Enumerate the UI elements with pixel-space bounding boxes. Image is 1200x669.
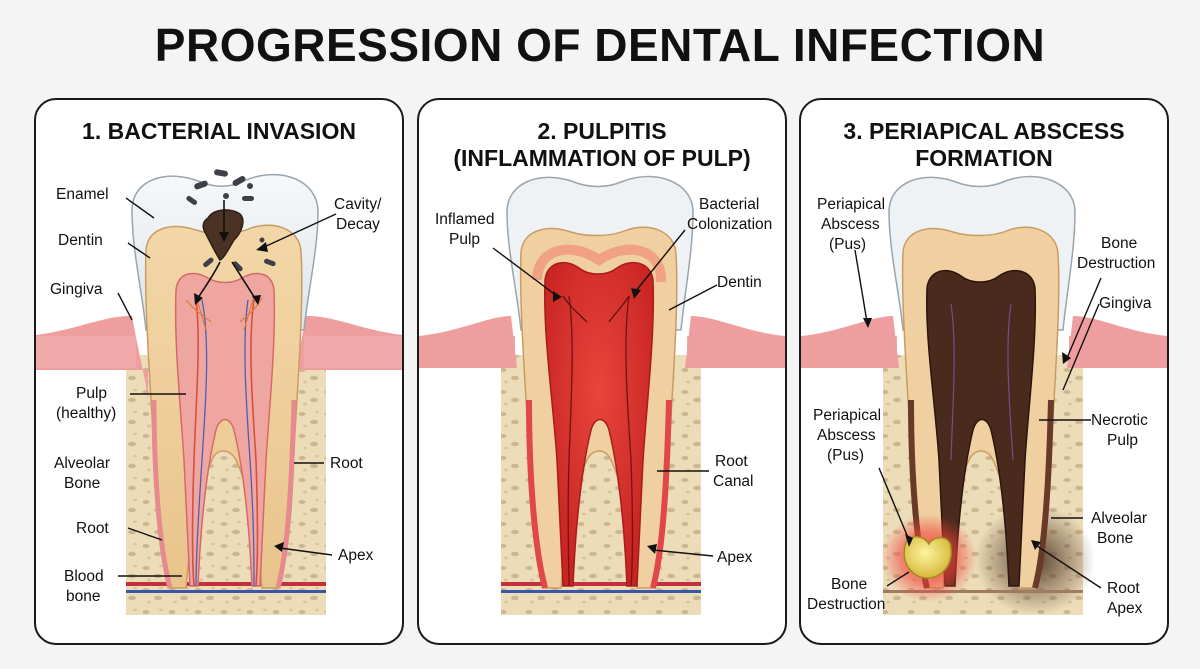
label-pulp-2: (healthy) xyxy=(56,405,116,422)
label-cavity-1: Cavity/ xyxy=(334,196,382,213)
label-root-apex-1: Root xyxy=(1107,580,1140,597)
label-root-apex-2: Apex xyxy=(1107,600,1143,617)
label-apex: Apex xyxy=(338,547,374,564)
panel-title: 1. BACTERIAL INVASION xyxy=(82,118,356,144)
label-bone-destruction-top-2: Destruction xyxy=(1077,255,1155,272)
label-bone-destruction-bottom-2: Destruction xyxy=(807,596,885,613)
label-inflamed-2: Pulp xyxy=(449,231,480,248)
panel-title: 3. PERIAPICAL ABSCESS FORMATION xyxy=(843,118,1125,171)
tooth-illustration-healthy: Enamel Dentin Gingiva Pulp (healthy) Alv… xyxy=(36,169,402,615)
label-abscess-top-3: (Pus) xyxy=(829,236,866,253)
label-blood-1: Blood xyxy=(64,568,104,585)
label-cavity-2: Decay xyxy=(336,216,380,233)
label-alveolar-2: Bone xyxy=(64,475,100,492)
label-alveolar-1: Alveolar xyxy=(1091,510,1147,527)
label-necrotic-1: Necrotic xyxy=(1091,412,1148,429)
label-gingiva: Gingiva xyxy=(50,281,103,298)
label-root-right: Root xyxy=(330,455,363,472)
label-apex: Apex xyxy=(717,549,753,566)
tooth-illustration-abscess: Periapical Abscess (Pus) Bone Destructio… xyxy=(801,175,1167,617)
label-dentin: Dentin xyxy=(58,232,103,249)
label-abscess-top-1: Periapical xyxy=(817,196,885,213)
label-root-left: Root xyxy=(76,520,109,537)
label-abscess-mid-3: (Pus) xyxy=(827,447,864,464)
label-bacterial-1: Bacterial xyxy=(699,196,759,213)
label-abscess-top-2: Abscess xyxy=(821,216,880,233)
label-dentin: Dentin xyxy=(717,274,762,291)
label-gingiva: Gingiva xyxy=(1099,295,1152,312)
label-pulp-1: Pulp xyxy=(76,385,107,402)
panel-periapical-abscess: Periapical Abscess (Pus) Bone Destructio… xyxy=(799,98,1169,645)
label-abscess-mid-2: Abscess xyxy=(817,427,876,444)
label-canal-2: Canal xyxy=(713,473,754,490)
panel-bacterial-invasion: Enamel Dentin Gingiva Pulp (healthy) Alv… xyxy=(34,98,404,645)
label-alveolar-1: Alveolar xyxy=(54,455,110,472)
label-canal-1: Root xyxy=(715,453,748,470)
main-title: PROGRESSION OF DENTAL INFECTION xyxy=(154,19,1046,71)
label-bone-destruction-bottom-1: Bone xyxy=(831,576,867,593)
label-bone-destruction-top-1: Bone xyxy=(1101,235,1137,252)
label-necrotic-2: Pulp xyxy=(1107,432,1138,449)
tooth-illustration-pulpitis: Inflamed Pulp Bacterial Colonization Den… xyxy=(419,175,785,615)
label-bacterial-2: Colonization xyxy=(687,216,772,233)
label-blood-2: bone xyxy=(66,588,100,605)
panel-title: 2. PULPITIS (INFLAMMATION OF PULP) xyxy=(453,118,751,171)
label-enamel: Enamel xyxy=(56,186,109,203)
panel-pulpitis: Inflamed Pulp Bacterial Colonization Den… xyxy=(417,98,787,645)
label-alveolar-2: Bone xyxy=(1097,530,1133,547)
label-inflamed-1: Inflamed xyxy=(435,211,494,228)
label-abscess-mid-1: Periapical xyxy=(813,407,881,424)
